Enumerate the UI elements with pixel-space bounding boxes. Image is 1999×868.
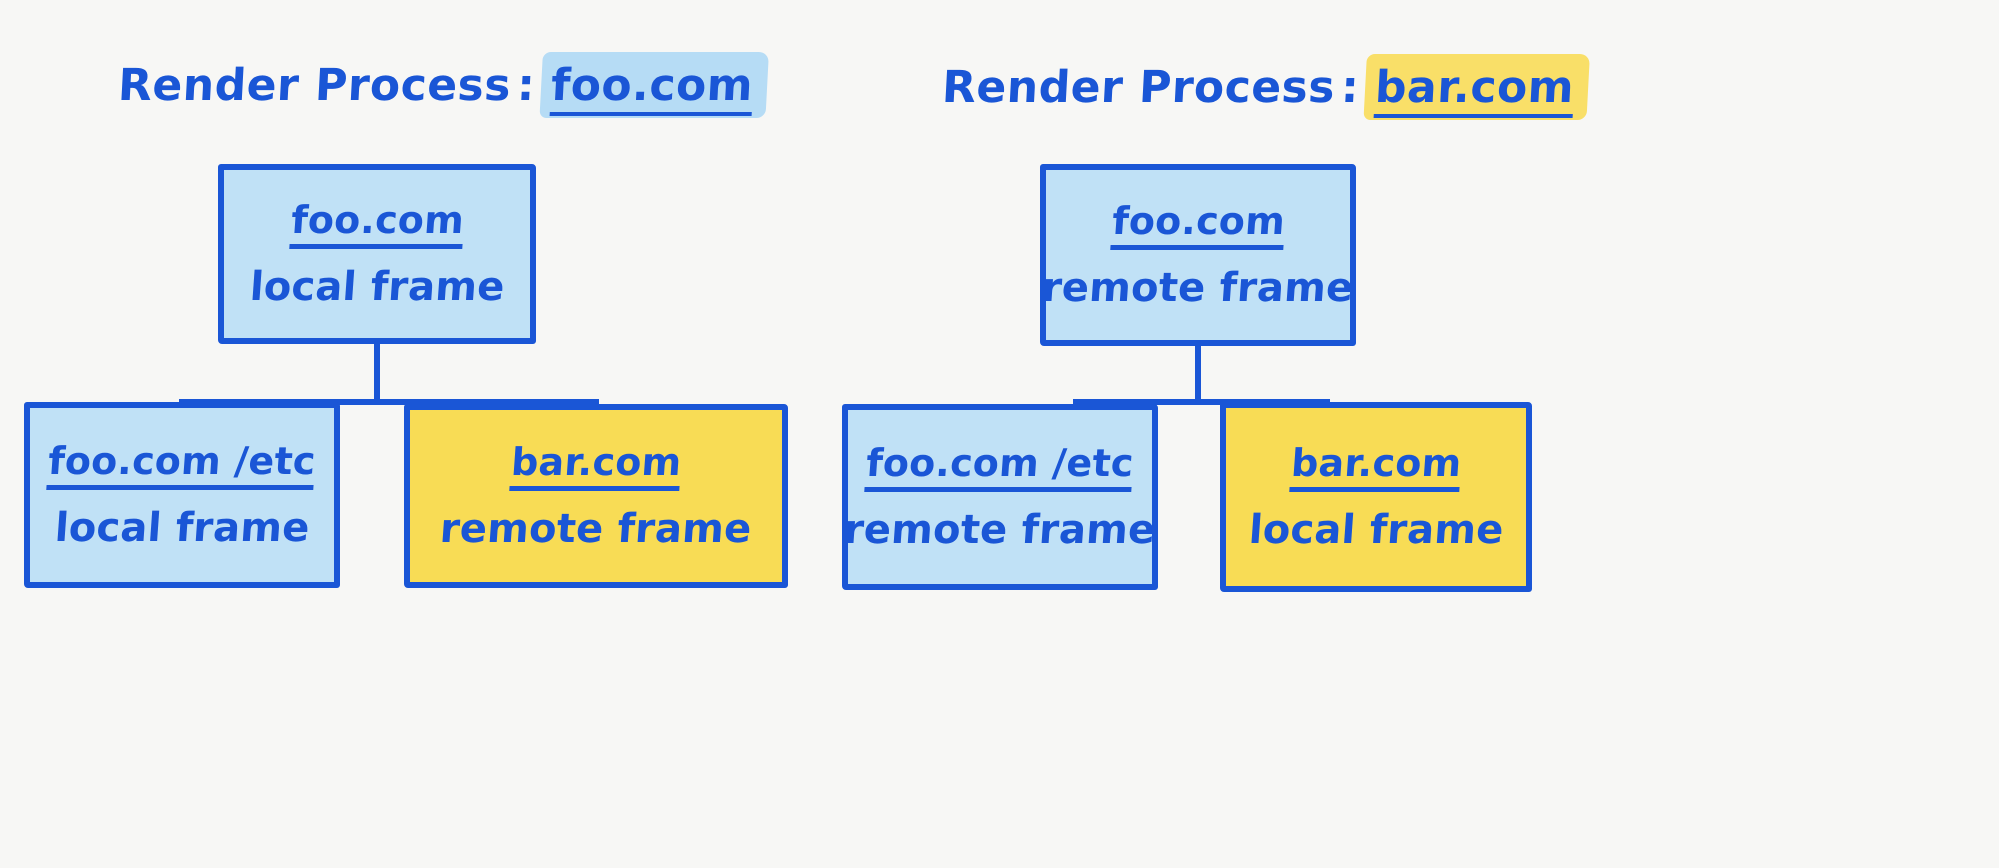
frame-node-child-right[interactable]: bar.com local frame [1220,402,1532,592]
panel-header-label: Render Process [940,62,1337,113]
frame-node-child-left[interactable]: foo.com /etc remote frame [842,404,1158,590]
panel-header-separator: : [515,60,537,111]
panel-header-domain-wrapper: foo.com [539,52,769,120]
panel-header-foo: Render Process:foo.com [116,52,769,120]
frame-node-kind: local frame [53,504,311,551]
panel-header-separator: : [1339,62,1361,113]
frame-node-domain: bar.com [1289,441,1463,492]
render-process-panel-foo: Render Process:foo.com foo.com local fra… [24,52,788,588]
frame-node-parent[interactable]: foo.com remote frame [1040,164,1356,346]
frame-node-kind: remote frame [1040,264,1356,311]
frame-node-domain: foo.com [1109,199,1286,250]
frame-node-parent[interactable]: foo.com local frame [218,164,536,344]
render-process-panel-bar: Render Process:bar.com foo.com remote fr… [842,0,1999,868]
panel-header-bar: Render Process:bar.com [940,54,1590,122]
frame-node-domain: bar.com [509,440,683,491]
frame-node-domain: foo.com [288,198,465,249]
panel-header-domain-wrapper: bar.com [1363,54,1590,122]
panel-header-label: Render Process [116,60,513,111]
panel-header-domain: foo.com [549,60,755,116]
frame-node-domain: foo.com /etc [864,441,1135,492]
frame-node-kind: remote frame [438,505,754,552]
frame-node-kind: local frame [248,263,506,310]
panel-header-domain: bar.com [1373,62,1576,118]
frame-node-child-left[interactable]: foo.com /etc local frame [24,402,340,588]
frame-node-child-right[interactable]: bar.com remote frame [404,404,788,588]
frame-node-domain: foo.com /etc [46,439,317,490]
frame-node-kind: local frame [1247,506,1505,553]
frame-node-kind: remote frame [842,506,1158,553]
